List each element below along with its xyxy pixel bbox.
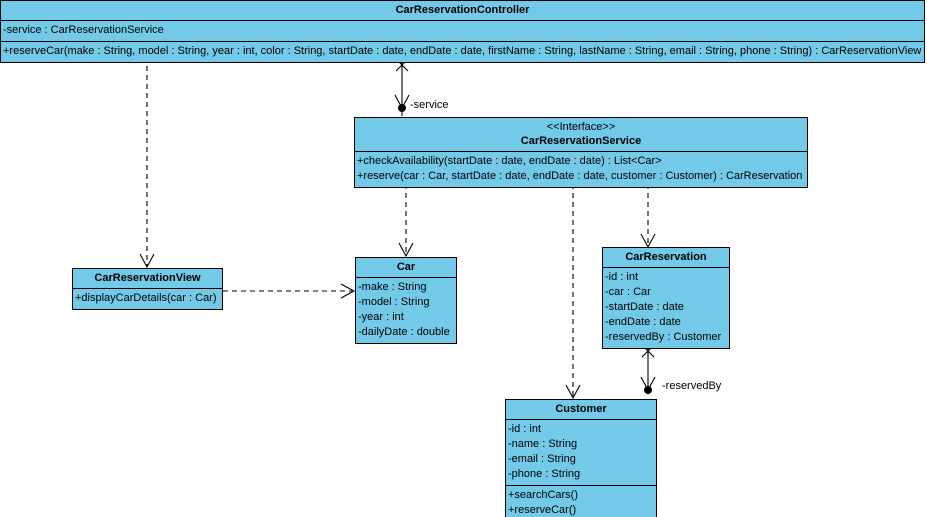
- operation-row: +checkAvailability(startDate : date, end…: [357, 155, 662, 167]
- compartment-operations: +searchCars() +reserveCar(): [506, 486, 656, 517]
- class-box-car-reservation[interactable]: CarReservation -id : int -car : Car -sta…: [602, 247, 730, 349]
- compartment-operations: +displayCarDetails(car : Car): [73, 289, 222, 309]
- edge-service-to-car: [398, 184, 414, 258]
- compartment-operations: +reserveCar(make : String, model : Strin…: [1, 42, 924, 62]
- class-box-car[interactable]: Car -make : String -model : String -year…: [355, 257, 457, 344]
- attribute-row: -id : int: [605, 271, 639, 283]
- attribute-row: -service : CarReservationService: [3, 24, 164, 36]
- operation-row: +searchCars(): [508, 489, 578, 501]
- attribute-row: -reservedBy : Customer: [605, 331, 722, 343]
- attribute-row: -year : int: [358, 311, 404, 323]
- attribute-row: -endDate : date: [605, 316, 681, 328]
- attribute-row: -id : int: [508, 423, 542, 435]
- edge-service-to-reservation: [640, 184, 656, 249]
- operation-row: +reserveCar(): [508, 504, 577, 516]
- class-name-view: CarReservationView: [94, 272, 201, 284]
- compartment-title: <<Interface>> CarReservationService: [355, 118, 807, 152]
- edge-label-service: -service: [410, 99, 449, 111]
- edge-view-to-car: [223, 283, 356, 299]
- attribute-row: -model : String: [358, 296, 430, 308]
- edge-service-to-customer: [565, 184, 581, 400]
- compartment-operations: +checkAvailability(startDate : date, end…: [355, 152, 807, 187]
- compartment-attributes: -id : int -car : Car -startDate : date -…: [603, 268, 729, 348]
- operation-row: +displayCarDetails(car : Car): [75, 292, 217, 304]
- attribute-row: -dailyDate : double: [358, 326, 450, 338]
- class-box-car-reservation-service[interactable]: <<Interface>> CarReservationService +che…: [354, 117, 808, 188]
- compartment-attributes: -id : int -name : String -email : String…: [506, 420, 656, 486]
- class-box-car-reservation-controller[interactable]: CarReservationController -service : CarR…: [0, 0, 925, 63]
- edge-controller-to-service: [394, 57, 410, 116]
- attribute-row: -car : Car: [605, 286, 651, 298]
- class-box-car-reservation-view[interactable]: CarReservationView +displayCarDetails(ca…: [72, 268, 223, 310]
- attribute-row: -startDate : date: [605, 301, 684, 313]
- compartment-title: Customer: [506, 400, 656, 420]
- class-box-customer[interactable]: Customer -id : int -name : String -email…: [505, 399, 657, 517]
- compartment-title: CarReservationController: [1, 1, 924, 21]
- class-name-service: CarReservationService: [520, 135, 642, 147]
- class-name-controller: CarReservationController: [395, 4, 530, 16]
- operation-row: +reserveCar(make : String, model : Strin…: [3, 45, 922, 57]
- class-name-reservation: CarReservation: [625, 251, 707, 263]
- attribute-row: -phone : String: [508, 468, 581, 480]
- compartment-attributes: -service : CarReservationService: [1, 21, 924, 42]
- compartment-title: Car: [356, 258, 456, 278]
- operation-row: +reserve(car : Car, startDate : date, en…: [357, 170, 803, 182]
- attribute-row: -email : String: [508, 453, 576, 465]
- compartment-title: CarReservation: [603, 248, 729, 268]
- class-stereotype-service: <<Interface>>: [546, 121, 616, 133]
- class-name-customer: Customer: [555, 403, 607, 415]
- edge-label-reserved-by: -reservedBy: [662, 380, 722, 392]
- compartment-title: CarReservationView: [73, 269, 222, 289]
- class-name-car: Car: [396, 261, 416, 273]
- edge-controller-to-view: [139, 57, 155, 269]
- attribute-row: -make : String: [358, 281, 427, 293]
- compartment-attributes: -make : String -model : String -year : i…: [356, 278, 456, 343]
- attribute-row: -name : String: [508, 438, 578, 450]
